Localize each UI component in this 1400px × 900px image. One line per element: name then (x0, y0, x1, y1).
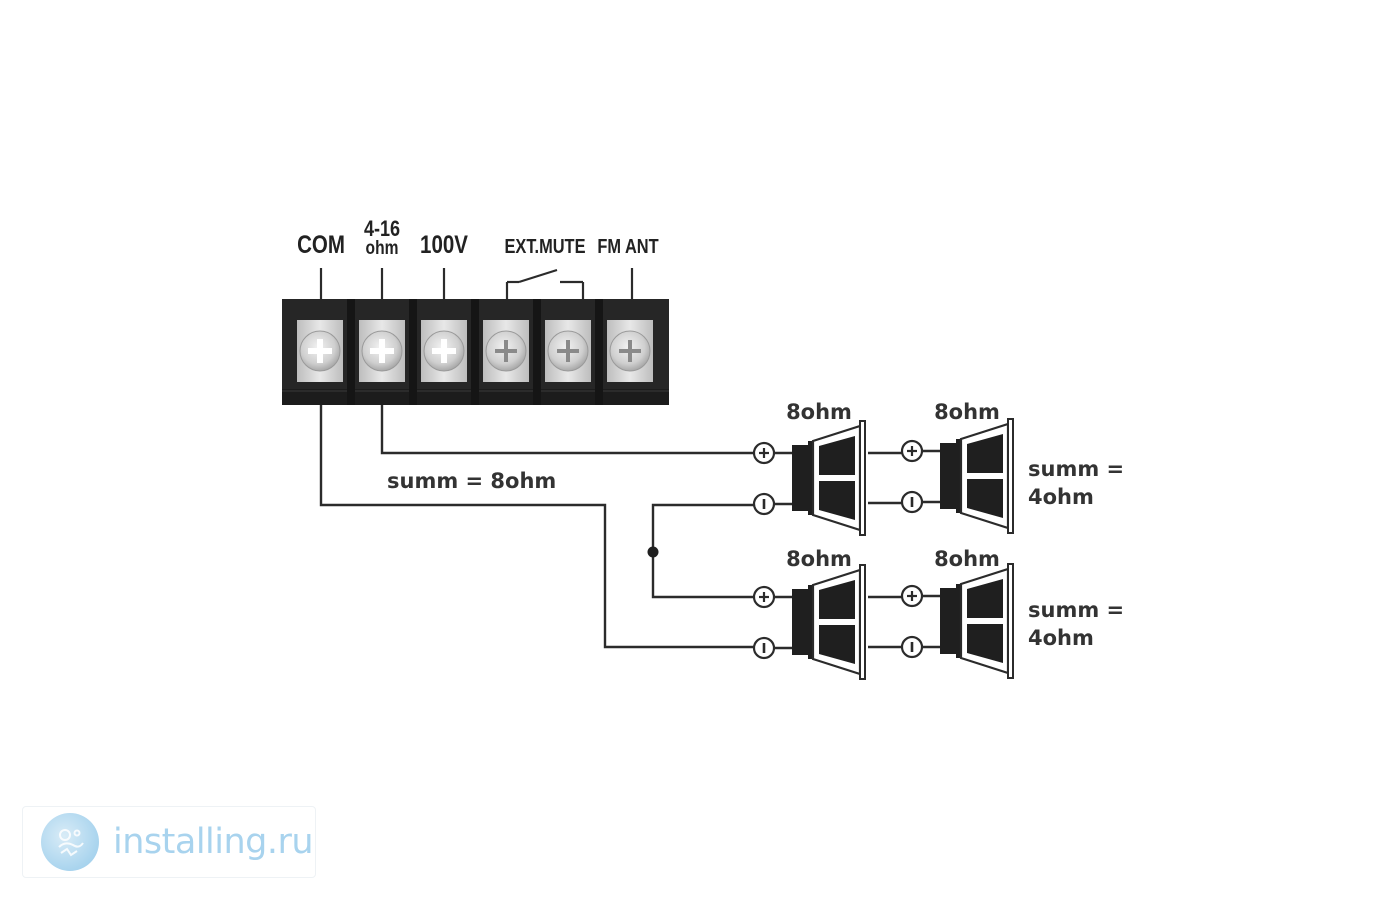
speaker-bottom-right (900, 563, 1014, 679)
speaker-label-bottom-left: 8ohm (786, 547, 852, 571)
total-impedance-label: summ = 8ohm (387, 469, 556, 493)
screw-icon (485, 330, 527, 372)
speaker-top-left (752, 420, 866, 536)
speaker-label-top-left: 8ohm (786, 400, 852, 424)
group-bottom-sum-line2: 4ohm (1028, 626, 1094, 650)
screw-icon (547, 330, 589, 372)
screw-icon (361, 330, 403, 372)
wire-junction (647, 546, 659, 558)
speaker-bottom-left (752, 564, 866, 680)
screw-icon (299, 330, 341, 372)
group-top-sum-line1: summ = (1028, 457, 1124, 481)
watermark-text: installing.ru (113, 822, 314, 862)
label-ohm-unit: ohm (366, 237, 399, 259)
mute-switch-icon (505, 268, 585, 300)
terminal-leads (319, 268, 634, 300)
label-com: COM (297, 230, 345, 258)
speaker-label-bottom-right: 8ohm (934, 547, 1000, 571)
group-top-sum-line2: 4ohm (1028, 485, 1094, 509)
speaker-label-top-right: 8ohm (934, 400, 1000, 424)
label-ohm-range: 4-16 (364, 217, 400, 241)
screw-icon (609, 330, 651, 372)
label-100v: 100V (420, 230, 469, 258)
screw-icon (423, 330, 465, 372)
speaker-top-right (900, 418, 1014, 534)
watermark: installing.ru (22, 806, 316, 878)
label-ext-mute: EXT.MUTE (505, 234, 586, 257)
installing-logo-icon (41, 813, 99, 871)
terminal-block (282, 299, 669, 405)
group-bottom-sum-line1: summ = (1028, 598, 1124, 622)
label-fm-ant: FM ANT (597, 234, 658, 257)
